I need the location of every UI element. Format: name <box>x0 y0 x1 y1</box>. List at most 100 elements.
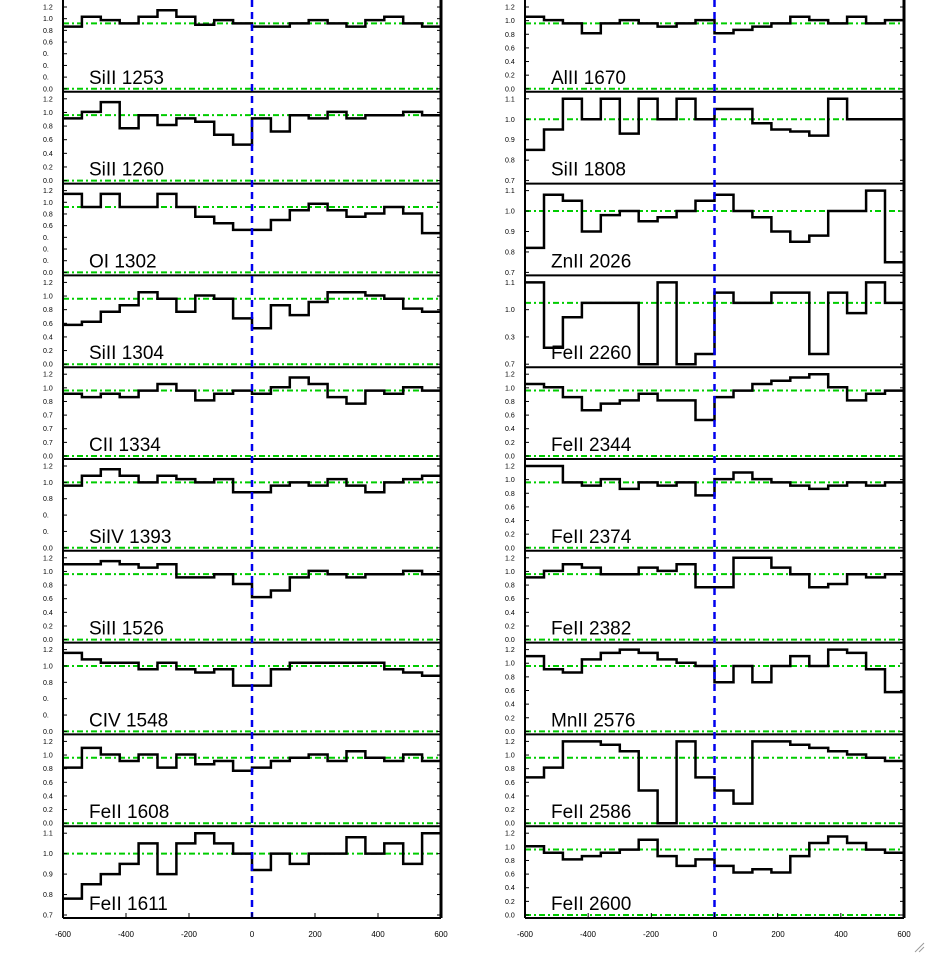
panel-label: FeII 1608 <box>89 802 169 823</box>
panel-label: FeII 2374 <box>551 527 632 548</box>
y-tick-label: 0.6 <box>505 688 515 695</box>
y-tick-label: 0.7 <box>43 440 53 447</box>
y-tick-label: 0.0 <box>43 86 53 93</box>
y-tick-label: 0.6 <box>43 321 53 328</box>
y-tick-label: 0.7 <box>43 413 53 420</box>
y-tick-label: 0. <box>43 235 49 242</box>
y-tick-label: 0.2 <box>43 623 53 630</box>
spectrum-line <box>525 556 904 589</box>
y-tick-label: 0.2 <box>505 899 515 906</box>
y-tick-label: 1.0 <box>43 110 53 117</box>
y-tick-label: 0. <box>43 529 49 536</box>
y-tick-label: 0.8 <box>43 766 53 773</box>
y-tick-label: 0.2 <box>505 532 515 539</box>
y-tick-label: 0.2 <box>505 73 515 80</box>
y-tick-label: 1.0 <box>505 844 515 851</box>
panel-label: FeII 2260 <box>551 343 631 364</box>
y-tick-label: 0. <box>43 696 49 703</box>
spectrum-line <box>525 189 904 264</box>
y-tick-label: 0.6 <box>43 780 53 787</box>
y-tick-label: 1.1 <box>43 831 53 838</box>
y-tick-label: 0.8 <box>43 307 53 314</box>
spectrum-line <box>63 192 441 235</box>
y-tick-label: 1.0 <box>505 753 515 760</box>
y-tick-label: 0.0 <box>43 178 53 185</box>
y-tick-label: 0.8 <box>43 399 53 406</box>
y-tick-label: 1.2 <box>43 372 53 379</box>
spectrum-panel: 1.21.00.80.60.0.0.0.0OI 1302 <box>43 188 441 277</box>
y-tick-label: 0.0 <box>43 729 53 736</box>
y-tick-label: 0.4 <box>505 59 515 66</box>
y-tick-label: 1.0 <box>505 209 515 216</box>
y-tick-label: 0.8 <box>505 674 515 681</box>
y-tick-label: 0.7 <box>505 362 515 369</box>
y-tick-label: 1.2 <box>505 5 515 12</box>
y-tick-label: 0.4 <box>43 610 53 617</box>
y-tick-label: 0.8 <box>43 583 53 590</box>
y-tick-label: 1.1 <box>505 96 515 103</box>
y-tick-label: 0.6 <box>505 504 515 511</box>
resize-grip-icon[interactable] <box>913 941 925 953</box>
y-tick-label: 1.2 <box>43 464 53 471</box>
y-tick-label: 0.0 <box>43 545 53 552</box>
spectrum-line <box>525 835 904 874</box>
y-tick-label: 0.8 <box>505 583 515 590</box>
panel-label: MnII 2576 <box>551 710 636 731</box>
y-tick-label: 0.2 <box>43 164 53 171</box>
y-tick-label: 1.1 <box>505 188 515 195</box>
x-tick-label: -400 <box>118 930 135 939</box>
y-tick-label: 1.2 <box>43 5 53 12</box>
y-tick-label: 0.4 <box>505 793 515 800</box>
y-tick-label: 1.0 <box>43 385 53 392</box>
y-tick-label: 1.0 <box>505 569 515 576</box>
x-tick-label: 600 <box>897 930 911 939</box>
y-tick-label: 1.0 <box>505 661 515 668</box>
y-tick-label: 0.6 <box>43 596 53 603</box>
x-tick-label: -200 <box>643 930 660 939</box>
y-tick-label: 1.0 <box>505 18 515 25</box>
y-tick-label: 1.2 <box>43 280 53 287</box>
x-tick-label: -600 <box>55 930 72 939</box>
y-tick-label: 1.0 <box>505 477 515 484</box>
x-tick-label: 600 <box>434 930 448 939</box>
y-tick-label: 1.0 <box>43 753 53 760</box>
y-tick-label: 0.8 <box>505 766 515 773</box>
y-tick-label: 0.0 <box>43 454 53 461</box>
y-tick-label: 0.2 <box>43 348 53 355</box>
x-tick-label: 0 <box>713 930 718 939</box>
y-tick-label: 1.2 <box>43 188 53 195</box>
spectrum-line <box>63 9 441 28</box>
y-tick-label: 1.0 <box>43 663 53 670</box>
panel-label: SiII 1808 <box>551 160 626 181</box>
y-tick-label: 0.8 <box>43 680 53 687</box>
y-tick-label: 0. <box>43 713 49 720</box>
y-tick-label: 1.0 <box>505 307 515 314</box>
y-tick-label: 0.9 <box>505 137 515 144</box>
y-tick-label: 1.0 <box>43 294 53 301</box>
y-tick-label: 1.0 <box>43 16 53 23</box>
left-x-axis: -600 -400 -200 0 200 400 600 <box>55 930 448 939</box>
panel-label: CIV 1548 <box>89 710 168 731</box>
x-tick-label: 400 <box>834 930 848 939</box>
y-tick-label: 0.0 <box>505 637 515 644</box>
y-tick-label: 1.2 <box>505 372 515 379</box>
y-tick-label: 0.7 <box>43 913 53 920</box>
y-tick-label: 0.7 <box>505 270 515 277</box>
y-tick-label: 0.8 <box>505 249 515 256</box>
y-tick-label: 0.6 <box>505 780 515 787</box>
y-tick-label: 0.8 <box>43 124 53 131</box>
y-tick-label: 0.0 <box>505 821 515 828</box>
y-tick-label: 1.0 <box>43 200 53 207</box>
